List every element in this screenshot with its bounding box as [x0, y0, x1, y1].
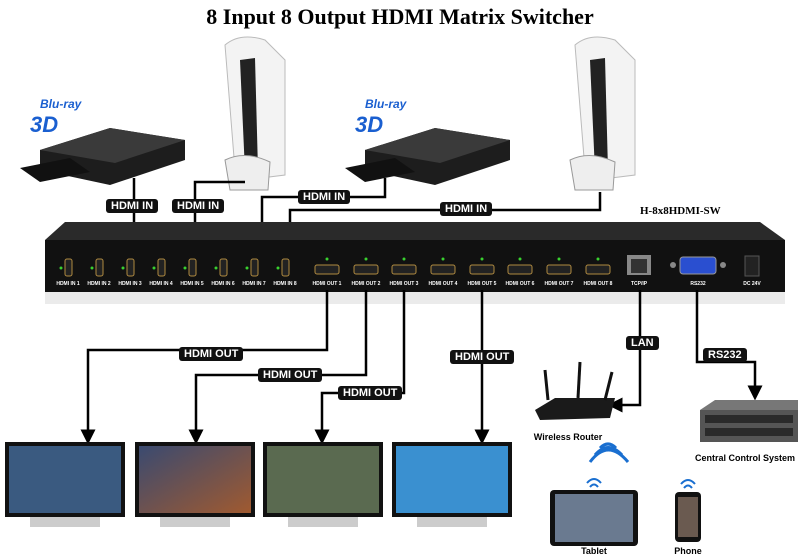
screw — [720, 262, 726, 268]
tv-3 — [263, 442, 383, 527]
led-indicator — [441, 257, 445, 261]
hdmi-in-port — [250, 258, 259, 277]
hdmi-out-port-label: HDMI OUT 6 — [505, 281, 535, 287]
control-system-label: Central Control System — [694, 453, 796, 463]
led-indicator — [276, 266, 280, 270]
led-indicator — [557, 257, 561, 261]
svg-text:3D: 3D — [30, 112, 58, 137]
hdmi-in-port — [95, 258, 104, 277]
panel-ports — [59, 255, 760, 277]
tablet — [550, 478, 638, 546]
hdmi-out-port-label: HDMI OUT 5 — [467, 281, 497, 287]
hdmi-out-port-label: HDMI OUT 7 — [544, 281, 574, 287]
wifi-icon-phone — [680, 479, 696, 489]
led-indicator — [90, 266, 94, 270]
hdmi-in-label-2: HDMI IN — [172, 199, 225, 213]
hdmi-out-port-label: HDMI OUT 8 — [583, 281, 613, 287]
blu-ray-player-1: Blu-ray 3D — [20, 97, 185, 185]
lan-label: LAN — [626, 336, 659, 350]
hdmi-in-port-label: HDMI IN 7 — [242, 281, 266, 287]
hdmi-in-port-label: HDMI IN 4 — [149, 281, 173, 287]
led-indicator — [121, 266, 125, 270]
dc-power-port — [744, 255, 760, 277]
rs232-port-label: RS232 — [690, 281, 706, 287]
led-indicator — [183, 266, 187, 270]
tcpip-label: TCP/IP — [630, 281, 648, 287]
wifi-icon — [588, 442, 630, 463]
hdmi-out-port — [314, 264, 340, 275]
hdmi-in-label-4: HDMI IN — [440, 202, 493, 216]
hdmi-out-port-label: HDMI OUT 4 — [428, 281, 458, 287]
game-console-1 — [224, 36, 286, 191]
hdmi-out-port — [585, 264, 611, 275]
hdmi-out-port-label: HDMI OUT 2 — [351, 281, 381, 287]
hdmi-in-label-1: HDMI IN — [106, 199, 159, 213]
hdmi-in-port-label: HDMI IN 3 — [118, 281, 142, 287]
rs232-label: RS232 — [703, 348, 747, 362]
tv-displays — [5, 442, 512, 527]
hdmi-in-port-label: HDMI IN 5 — [180, 281, 204, 287]
output-cables — [80, 290, 763, 445]
hdmi-in-port-label: HDMI IN 1 — [56, 281, 80, 287]
router-label: Wireless Router — [533, 432, 603, 442]
hdmi-in-port-label: HDMI IN 2 — [87, 281, 111, 287]
hdmi-out-label-1: HDMI OUT — [179, 347, 244, 361]
diagram-title: 8 Input 8 Output HDMI Matrix Switcher — [206, 4, 594, 29]
game-console-2 — [569, 36, 636, 191]
hdmi-out-port-label: HDMI OUT 1 — [312, 281, 342, 287]
wireless-router — [535, 361, 615, 420]
hdmi-out-label-4: HDMI OUT — [450, 350, 515, 364]
led-indicator — [518, 257, 522, 261]
led-indicator — [245, 266, 249, 270]
power-label: DC 24V — [743, 281, 761, 287]
hdmi-in-label-3: HDMI IN — [298, 190, 351, 204]
central-control-system — [700, 400, 798, 442]
hdmi-out-port — [391, 264, 417, 275]
hdmi-in-port — [126, 258, 135, 277]
wifi-icon-tablet — [586, 478, 602, 488]
hdmi-out-port — [546, 264, 572, 275]
hdmi-in-port-label: HDMI IN 6 — [211, 281, 235, 287]
model-label: H-8x8HDMI-SW — [640, 205, 721, 217]
tablet-label: Tablet — [581, 546, 607, 556]
hdmi-in-port — [64, 258, 73, 277]
rs232-port — [679, 256, 717, 275]
screw — [670, 262, 676, 268]
rj45-socket — [631, 259, 647, 273]
hdmi-out-port — [353, 264, 379, 275]
led-indicator — [59, 266, 63, 270]
led-indicator — [152, 266, 156, 270]
hdmi-out-port — [430, 264, 456, 275]
hdmi-in-port — [188, 258, 197, 277]
led-indicator — [364, 257, 368, 261]
svg-text:3D: 3D — [355, 112, 383, 137]
hdmi-out-port-label: HDMI OUT 3 — [389, 281, 419, 287]
svg-text:Blu-ray: Blu-ray — [40, 97, 83, 111]
phone — [675, 479, 701, 542]
led-indicator — [596, 257, 600, 261]
hdmi-out-port — [507, 264, 533, 275]
tv-1 — [5, 442, 125, 527]
hdmi-out-label-2: HDMI OUT — [258, 368, 323, 382]
tv-4 — [392, 442, 512, 527]
svg-text:Blu-ray: Blu-ray — [365, 97, 408, 111]
led-indicator — [214, 266, 218, 270]
blu-ray-player-2: Blu-ray 3D — [345, 97, 510, 185]
phone-label: Phone — [674, 546, 702, 556]
hdmi-out-label-3: HDMI OUT — [338, 386, 403, 400]
led-indicator — [402, 257, 406, 261]
led-indicator — [325, 257, 329, 261]
hdmi-out-port — [469, 264, 495, 275]
led-indicator — [480, 257, 484, 261]
hdmi-in-port — [219, 258, 228, 277]
hdmi-in-port — [157, 258, 166, 277]
hdmi-in-port-label: HDMI IN 8 — [273, 281, 297, 287]
tv-2 — [135, 442, 255, 527]
hdmi-in-port — [281, 258, 290, 277]
